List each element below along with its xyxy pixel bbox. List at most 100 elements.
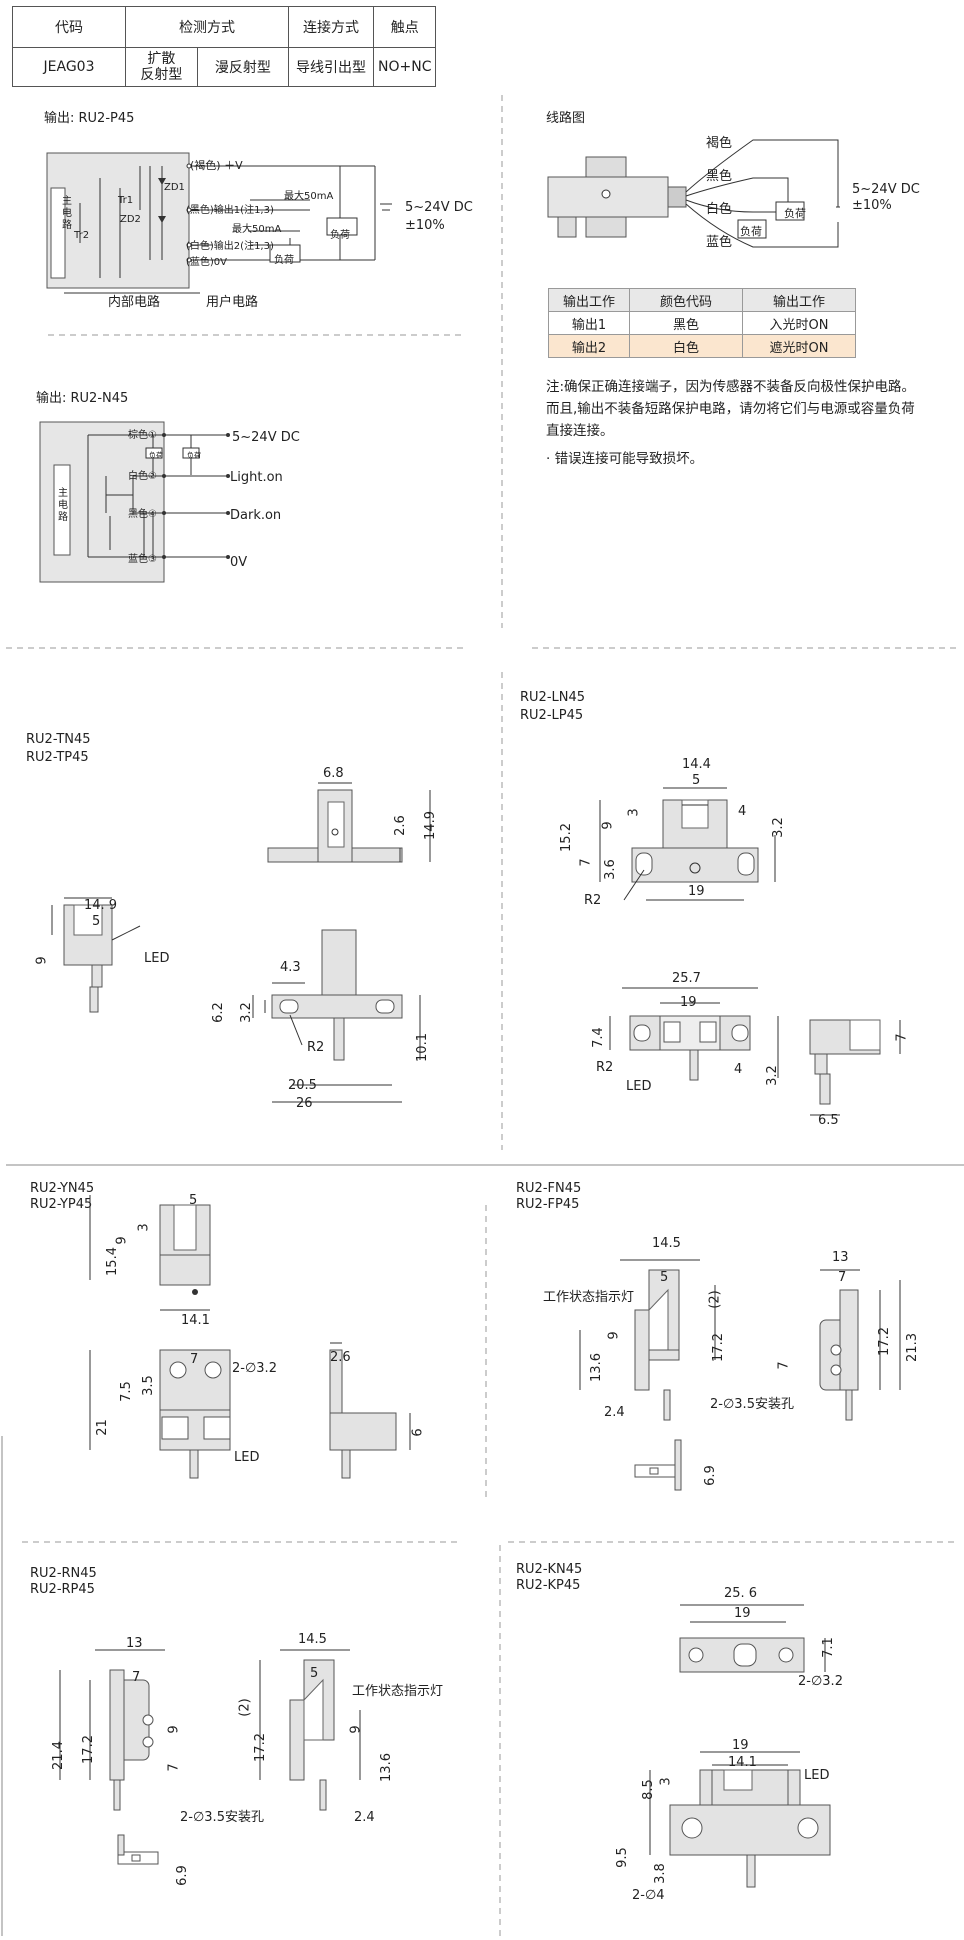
cell-code: JEAG03	[12, 47, 126, 87]
kn45-d8: 8.5	[640, 1779, 656, 1800]
p45-zd2: ZD2	[120, 214, 141, 225]
p45-tr1: Tr1	[118, 195, 134, 206]
ln45-r2b: R2	[596, 1060, 614, 1075]
fn45-d9: 7	[838, 1270, 847, 1285]
notes: 注:确保正确连接端子，因为传感器不装备反向极性保护电路。 而且,输出不装备短路保…	[546, 376, 946, 470]
tn45-d6: 9	[34, 956, 50, 965]
yn45-drawing	[89, 1195, 411, 1479]
tn45-d8: 6.2	[210, 1002, 226, 1023]
p45-zd1: ZD1	[164, 182, 185, 193]
rn45-d14: 2.4	[354, 1810, 375, 1825]
kn45-d4: 2-∅3.2	[798, 1674, 843, 1689]
ln45-d17: 7	[894, 1033, 910, 1042]
n45-load1: 负荷	[149, 452, 163, 460]
yn45-d3: 9	[114, 1236, 130, 1245]
yn45-led: LED	[234, 1450, 260, 1465]
wiring-load2: 负荷	[784, 207, 806, 220]
p45-circuit	[46, 152, 392, 294]
n45-load2: 负荷	[187, 452, 201, 460]
p45-tol: ±10%	[405, 218, 445, 233]
n45-dark: Dark.on	[230, 508, 282, 523]
wiring-brown: 褐色	[706, 136, 733, 151]
rn45-ind: 工作状态指示灯	[352, 1684, 444, 1699]
spec-table: 代码 检测方式 连接方式 触点 JEAG03 扩散 反射型 漫反射型 导线引出型…	[12, 6, 437, 87]
tn45-d7: 4.3	[280, 960, 301, 975]
yn45-d12: 6	[410, 1428, 426, 1437]
rn45-d12: 17.2	[252, 1733, 268, 1762]
rn45-d3: 21.4	[50, 1741, 66, 1770]
p45-white: (白色)输出2(注1,3)	[186, 241, 274, 252]
fn45-drawing	[579, 1259, 901, 1491]
note-2: 而且,输出不装备短路保护电路，请勿将它们与电源或容量负荷	[546, 401, 915, 417]
p45-internal: 内部电路	[108, 295, 161, 310]
fn45-d5: 17.2	[710, 1333, 726, 1362]
tn45-l1: RU2-TN45	[26, 732, 91, 747]
p45-blue: (蓝色)0V	[186, 257, 228, 268]
ln45-drawing	[599, 787, 901, 1116]
ln45-d1: 14.4	[682, 757, 711, 772]
rn45-d9: 5	[310, 1666, 319, 1681]
fn45-d8: 13	[832, 1250, 849, 1265]
ln45-d10: 19	[688, 884, 705, 899]
rn45-d5: 9	[166, 1725, 182, 1734]
wiring-blue: 蓝色	[706, 235, 733, 250]
n45-title: 输出: RU2-N45	[36, 391, 129, 406]
wiring-load1: 负荷	[740, 225, 762, 238]
yn45-d11: 2.6	[330, 1350, 351, 1365]
ln45-d4: 4	[738, 804, 747, 819]
ln45-l1: RU2-LN45	[520, 690, 586, 705]
yn45-d4: 15.4	[104, 1247, 120, 1276]
ln45-d15: 4	[734, 1062, 743, 1077]
yn45-d7: 2-∅3.2	[232, 1361, 277, 1376]
rn45-l2: RU2-RP45	[30, 1582, 95, 1597]
cell-contact: NO+NC	[372, 47, 437, 87]
p45-max1: 最大50mA	[284, 191, 334, 202]
wiring-tol: ±10%	[852, 198, 892, 213]
p45-title: 输出: RU2-P45	[44, 111, 135, 126]
rn45-d4: 17.2	[80, 1735, 96, 1764]
fn45-d11: 21.3	[904, 1333, 920, 1362]
th-contact: 触点	[372, 6, 437, 48]
ln45-d18: 6.5	[818, 1113, 839, 1128]
kn45-d6: 14.1	[728, 1755, 757, 1770]
kn45-d7: 3	[658, 1777, 674, 1786]
rn45-d10: (2)	[237, 1698, 253, 1717]
kn45-d3: 7.1	[820, 1637, 836, 1658]
ln45-d5: 15.2	[558, 823, 574, 852]
p45-load2: 负荷	[274, 255, 294, 266]
rn45-d11: 9	[348, 1725, 364, 1734]
tn45-drawing	[51, 782, 431, 1103]
tn45-d9: 3.2	[238, 1002, 254, 1023]
n45-white: 白色②	[128, 471, 157, 482]
fn45-d7: 2.4	[604, 1405, 625, 1420]
tn45-d1: 6.8	[323, 766, 344, 781]
tn45-d2: 2.6	[392, 815, 408, 836]
rn45-d2: 7	[132, 1670, 141, 1685]
yn45-d5: 14.1	[181, 1313, 210, 1328]
note-4: · 错误连接可能导致损坏。	[546, 451, 704, 467]
rn45-d13: 13.6	[378, 1753, 394, 1782]
p45-user: 用户电路	[206, 295, 259, 310]
tn45-d3: 14.9	[422, 811, 438, 840]
n45-black: 黑色④	[128, 509, 157, 520]
out-th-3: 输出工作	[742, 288, 856, 312]
wiring-title: 线路图	[546, 111, 586, 126]
table-row: 输出1 黑色 入光时ON	[548, 311, 856, 335]
th-method: 检测方式	[125, 6, 289, 48]
fn45-l2: RU2-FP45	[516, 1197, 580, 1212]
wiring-diagram	[547, 139, 840, 248]
fn45-d3: (2)	[707, 1290, 723, 1309]
tn45-d5: 5	[92, 914, 101, 929]
ln45-led: LED	[626, 1079, 652, 1094]
p45-max2: 最大50mA	[232, 224, 282, 235]
table-row: 输出2 白色 遮光时ON	[548, 334, 856, 358]
n45-circuit	[39, 421, 230, 583]
n45-blue: 蓝色③	[128, 554, 157, 565]
th-code: 代码	[12, 6, 126, 48]
fn45-d10: 17.2	[876, 1327, 892, 1356]
tn45-r2: R2	[307, 1040, 325, 1055]
rn45-hole: 2-∅3.5安装孔	[180, 1810, 264, 1825]
wiring-supply: 5~24V DC	[852, 182, 920, 197]
rn45-d1: 13	[126, 1636, 143, 1651]
yn45-d9: 3.5	[140, 1375, 156, 1396]
